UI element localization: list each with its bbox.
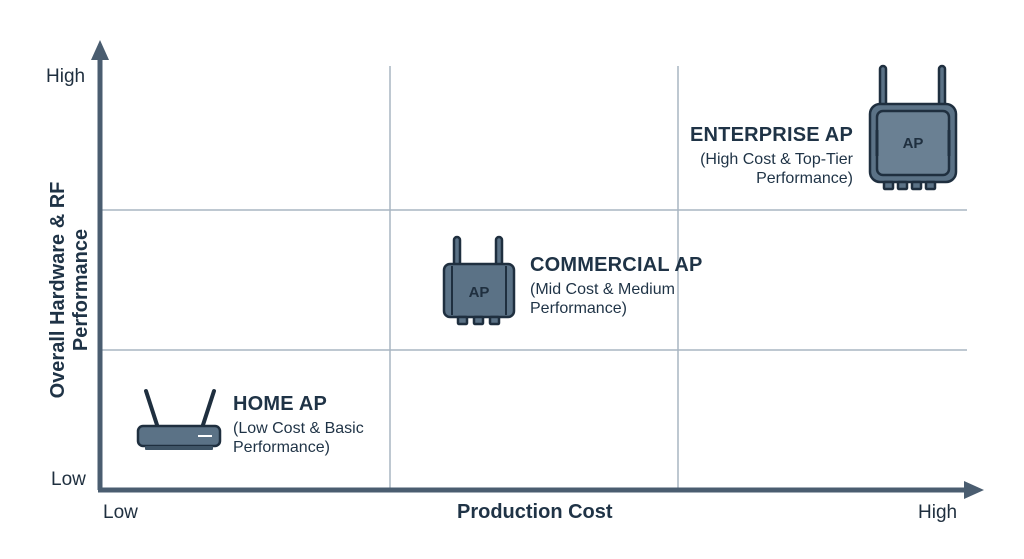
y-axis-arrow <box>91 40 109 60</box>
enterprise-ap-desc-line1: (High Cost & Top-Tier <box>700 151 853 168</box>
home-ap-desc-line1: (Low Cost & Basic <box>233 420 364 437</box>
enterprise-ap-desc-line2: Performance) <box>756 170 853 187</box>
commercial-ap-icon-text: AP <box>469 284 490 301</box>
y-axis-title-line2: Performance <box>70 228 92 352</box>
enterprise-ap-icon-text: AP <box>903 135 924 152</box>
commercial-ap-label: COMMERCIAL AP (Mid Cost & Medium Perform… <box>530 254 703 318</box>
commercial-ap-desc-line1: (Mid Cost & Medium <box>530 281 675 298</box>
home-ap-desc-line2: Performance) <box>233 439 330 456</box>
home-ap-name: HOME AP <box>233 393 327 415</box>
y-axis-title-line1: Overall Hardware & RF <box>47 181 69 399</box>
home-ap-label: HOME AP (Low Cost & Basic Performance) <box>233 393 364 457</box>
enterprise-ap-icon: AP <box>868 64 958 191</box>
grid <box>100 66 967 490</box>
home-router-icon <box>136 389 222 450</box>
axes <box>91 40 984 499</box>
y-axis-title: Overall Hardware & RF Performance <box>47 140 93 440</box>
y-axis-high-label: High <box>46 66 86 87</box>
x-axis-high-label: High <box>918 502 958 523</box>
y-axis-low-label: Low <box>51 469 86 490</box>
commercial-ap-desc-line2: Performance) <box>530 300 627 317</box>
commercial-ap-name: COMMERCIAL AP <box>530 254 703 276</box>
x-axis-low-label: Low <box>103 502 138 523</box>
enterprise-ap-label: ENTERPRISE AP (High Cost & Top-Tier Perf… <box>690 124 853 188</box>
x-axis-arrow <box>964 481 984 499</box>
commercial-ap-icon: AP <box>442 235 516 326</box>
enterprise-ap-name: ENTERPRISE AP <box>689 124 853 146</box>
x-axis-title: Production Cost <box>457 501 613 523</box>
